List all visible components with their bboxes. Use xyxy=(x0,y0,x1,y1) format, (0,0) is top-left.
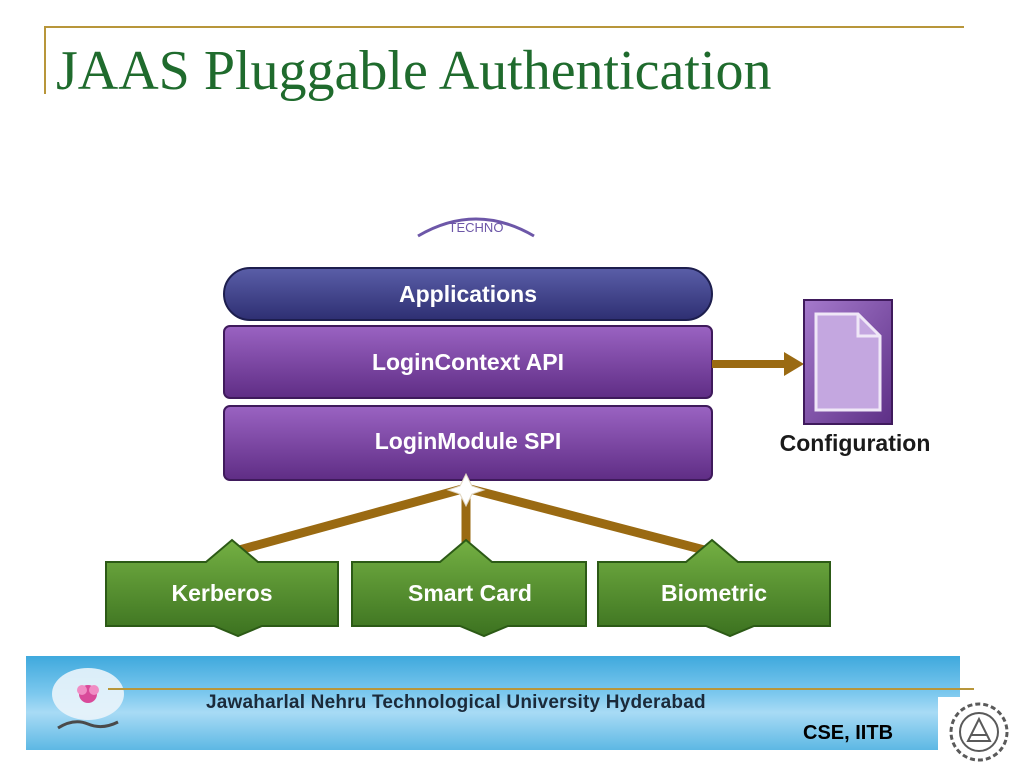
configuration-document-icon xyxy=(803,299,893,425)
iitb-logo xyxy=(938,697,1020,767)
module-biometric: Biometric xyxy=(597,538,831,638)
university-name: Jawaharlal Nehru Technological Universit… xyxy=(206,692,706,713)
loginmodule-spi-label: LoginModule SPI xyxy=(375,428,562,454)
applications-layer xyxy=(223,267,713,321)
module-biometric-label: Biometric xyxy=(661,580,767,606)
junction-sparkle xyxy=(446,472,486,508)
module-smart-card-label: Smart Card xyxy=(408,580,532,606)
title-rule-left xyxy=(44,26,46,94)
watermark-text: TECHNO xyxy=(449,220,504,235)
configuration-label: Configuration xyxy=(780,430,931,456)
config-arrow xyxy=(712,352,804,376)
module-connectors xyxy=(227,483,717,557)
module-smart-card: Smart Card xyxy=(351,538,587,638)
banner-rule xyxy=(108,688,974,690)
connector-kerberos xyxy=(227,483,471,557)
university-logo xyxy=(52,668,124,730)
title-rule-top xyxy=(44,26,964,28)
logincontext-api-label: LoginContext API xyxy=(372,349,564,375)
applications-label: Applications xyxy=(399,281,537,307)
module-kerberos-label: Kerberos xyxy=(172,580,273,606)
department-label: CSE, IITB xyxy=(803,722,894,744)
watermark-seal: TECHNO xyxy=(417,217,535,238)
slide-title: JAAS Pluggable Authentication xyxy=(56,40,772,102)
university-banner xyxy=(26,656,960,750)
connector-biometric xyxy=(461,483,717,557)
module-kerberos: Kerberos xyxy=(105,538,339,638)
